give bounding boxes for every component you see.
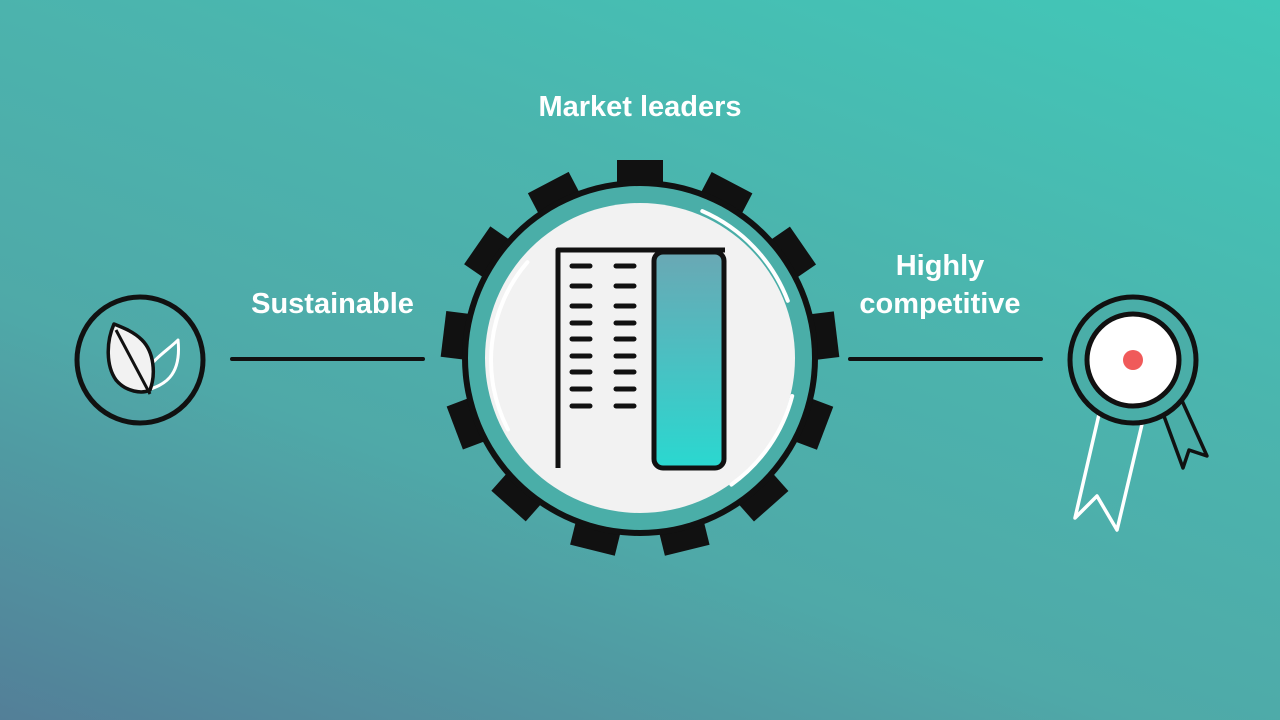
- center-title: Market leaders: [538, 91, 742, 123]
- leaves-icon: [74, 294, 206, 426]
- right-label-line-1: Highly: [895, 250, 985, 282]
- right-label-line-2: competitive: [859, 288, 1021, 320]
- bar-chart-graphic: [555, 247, 727, 471]
- right-connector-line: [848, 357, 1043, 361]
- right-label: Highly competitive: [835, 247, 1045, 323]
- gear-bar-chart-icon: [440, 160, 840, 556]
- left-label: Sustainable: [251, 288, 414, 320]
- award-rosette-icon: [1067, 294, 1209, 532]
- left-connector-line: [230, 357, 425, 361]
